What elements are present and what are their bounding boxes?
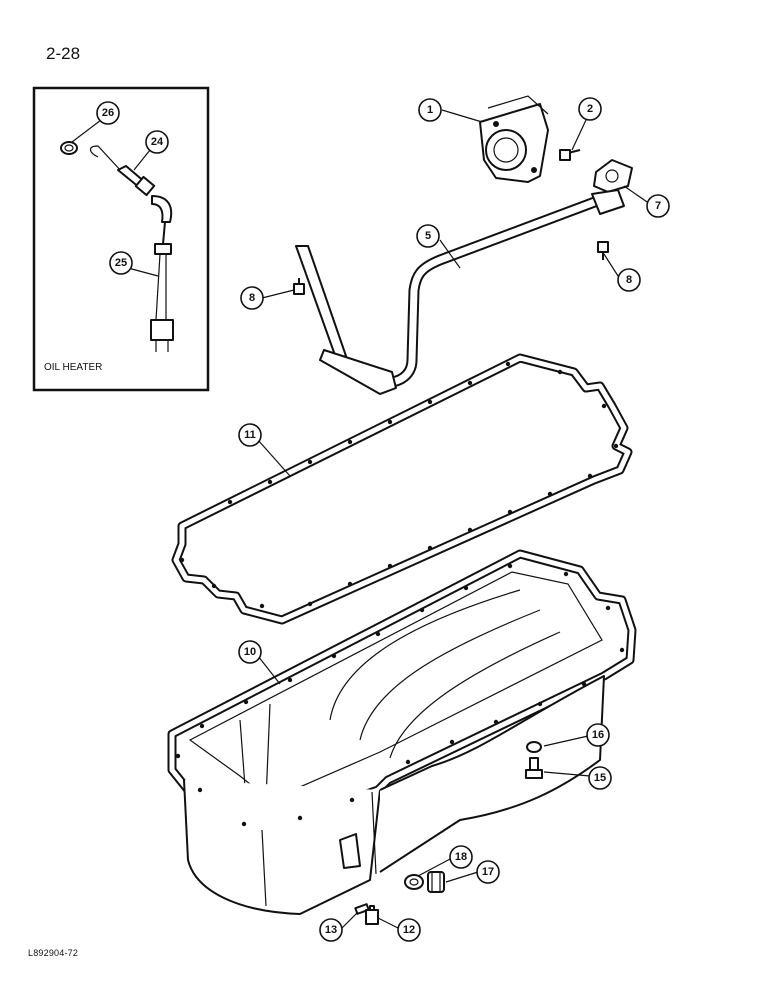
callout-18: 18 — [449, 845, 473, 869]
callout-25: 25 — [109, 251, 133, 275]
callout-label: 1 — [427, 104, 433, 116]
callout-label: 26 — [102, 107, 114, 119]
plug-part — [365, 905, 379, 925]
callout-8-left: 8 — [240, 286, 264, 310]
callout-label: 7 — [655, 200, 661, 212]
suction-tube-part — [295, 189, 625, 395]
bolt-part — [525, 757, 543, 779]
callout-label: 10 — [244, 646, 256, 658]
oil-heater-label: OIL HEATER — [44, 362, 103, 373]
callout-12: 12 — [397, 918, 421, 942]
seal-ring-part — [60, 141, 78, 155]
oil-heater-inset — [32, 86, 210, 392]
callout-1: 1 — [418, 98, 442, 122]
callout-label: 13 — [325, 924, 337, 936]
callout-label: 16 — [592, 729, 604, 741]
callout-label: 2 — [587, 103, 593, 115]
flange-gasket-part — [593, 159, 633, 193]
callout-11: 11 — [238, 423, 262, 447]
callout-label: 17 — [482, 866, 494, 878]
oil-pan-gasket-part — [171, 353, 633, 625]
callout-8-right: 8 — [617, 268, 641, 292]
bolt-part — [559, 149, 581, 161]
oil-pump-part — [479, 95, 549, 183]
leader-lines — [71, 109, 651, 929]
oil-pan-part — [167, 549, 637, 915]
callout-label: 8 — [626, 274, 632, 286]
callout-2: 2 — [578, 97, 602, 121]
page-number: 2-28 — [46, 44, 81, 63]
callout-label: 8 — [249, 292, 255, 304]
reference-code: L892904-72 — [28, 948, 79, 958]
callout-13: 13 — [319, 918, 343, 942]
callout-label: 5 — [425, 230, 431, 242]
callout-17: 17 — [476, 860, 500, 884]
heater-cord-part — [150, 221, 174, 352]
washer-part — [354, 903, 370, 915]
callout-label: 15 — [594, 772, 606, 784]
callout-24: 24 — [145, 130, 169, 154]
bolt-part — [293, 278, 305, 295]
callout-5: 5 — [416, 224, 440, 248]
callout-7: 7 — [646, 194, 670, 218]
callout-label: 11 — [244, 429, 256, 441]
bolt-part — [597, 241, 609, 260]
drain-plug-part — [427, 871, 445, 893]
callout-16: 16 — [586, 723, 610, 747]
callout-label: 18 — [455, 851, 467, 863]
heater-element-part — [89, 145, 173, 223]
sealing-washer-part — [404, 874, 424, 890]
callout-26: 26 — [96, 101, 120, 125]
callout-label: 25 — [115, 257, 127, 269]
callout-label: 12 — [403, 924, 415, 936]
callout-label: 24 — [151, 136, 164, 148]
washer-part — [526, 741, 542, 753]
callout-10: 10 — [238, 640, 262, 664]
callout-15: 15 — [588, 766, 612, 790]
